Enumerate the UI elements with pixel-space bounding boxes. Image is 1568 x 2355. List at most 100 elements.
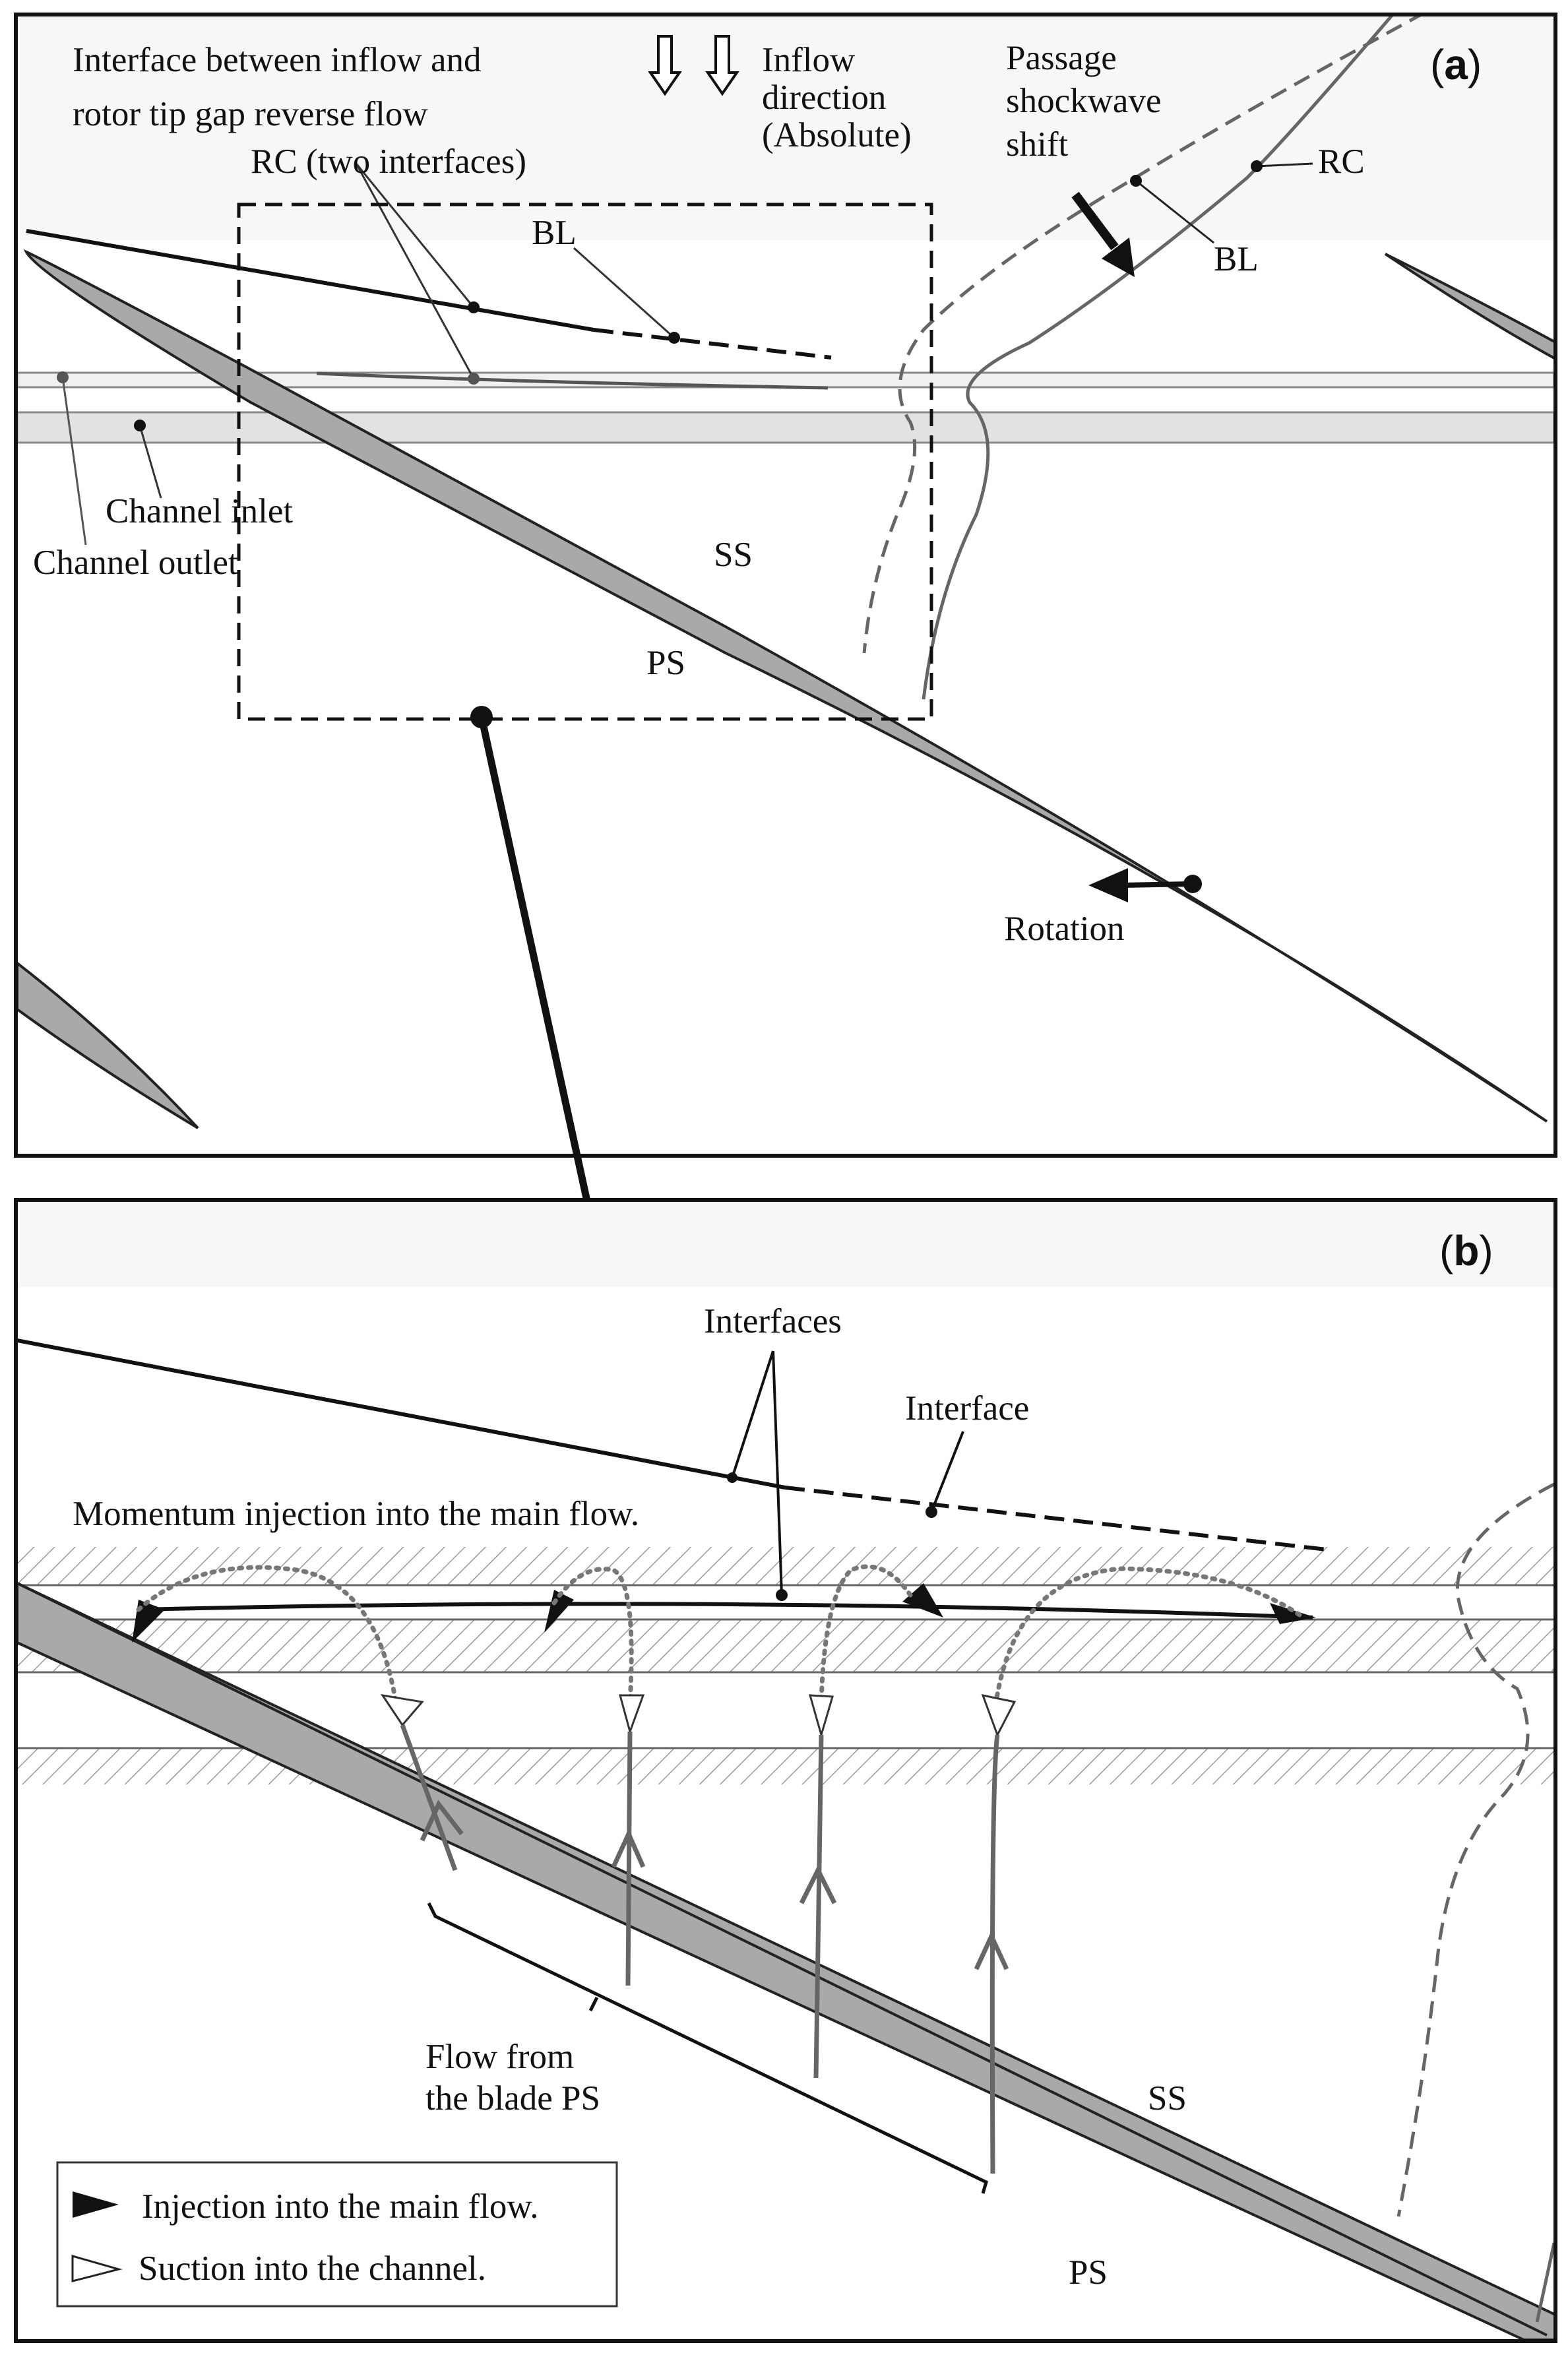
suction-arrowhead-4 bbox=[981, 1693, 1017, 1738]
flow-chevron-2 bbox=[611, 1828, 646, 1868]
shock-bl-leader bbox=[1135, 179, 1214, 244]
blade-b-edge bbox=[17, 1582, 1548, 2337]
legend-filled-arrow-icon bbox=[73, 2191, 119, 2218]
shock-line3: shift bbox=[1006, 125, 1069, 164]
inflow-arrow-2-icon bbox=[705, 35, 739, 96]
shockwave-b-solid-edge bbox=[1535, 2242, 1554, 2323]
interfaces-dot-1 bbox=[727, 1472, 737, 1483]
shock-line1: Passage bbox=[1006, 39, 1117, 77]
interfaces-leader-1 bbox=[731, 1350, 774, 1478]
interface-dashed-top bbox=[784, 1486, 1333, 1552]
dotted-loop-4 bbox=[993, 1566, 1302, 1705]
channel-inlet-leader bbox=[139, 425, 162, 499]
interface-label: Interface bbox=[905, 1389, 1029, 1428]
shock-rc-dot bbox=[1251, 160, 1263, 172]
panel-a-tag: (a) bbox=[1430, 41, 1482, 88]
flow-chevron-3 bbox=[799, 1865, 837, 1904]
flow-chevron-1 bbox=[420, 1800, 464, 1842]
shockwave-b-dashed bbox=[1396, 1482, 1554, 2217]
suction-arrowhead-1 bbox=[380, 1693, 424, 1727]
rotation-arrow-shaft bbox=[1121, 881, 1193, 888]
flow-chevron-4 bbox=[974, 1930, 1009, 1970]
bl-interface-dashed bbox=[593, 328, 832, 360]
interfaces-label: Interfaces bbox=[704, 1302, 842, 1340]
neighbor-blade-upper-right bbox=[1384, 253, 1554, 360]
rc-leader-2 bbox=[355, 163, 475, 379]
zoom-region bbox=[237, 203, 933, 721]
rc-dot-1 bbox=[468, 301, 480, 313]
interfaces-dot-2 bbox=[776, 1589, 788, 1601]
flow-line-4 bbox=[989, 1734, 1000, 2174]
ss-label-a: SS bbox=[714, 536, 753, 574]
flow-line-2 bbox=[625, 1731, 633, 1986]
injection-arrowhead-4 bbox=[1270, 1603, 1316, 1624]
flow-label-line2: the blade PS bbox=[425, 2079, 600, 2118]
ps-label-b: PS bbox=[1069, 2253, 1108, 2292]
inflow-line3: (Absolute) bbox=[762, 116, 912, 154]
hatched-band-top bbox=[17, 1547, 1554, 1585]
shock-bl-label: BL bbox=[1214, 240, 1259, 278]
shock-rc-leader bbox=[1256, 162, 1313, 168]
rc-label: RC (two interfaces) bbox=[251, 142, 526, 181]
rc-interface-lower bbox=[316, 371, 829, 390]
shock-shift-arrow-shaft bbox=[1071, 191, 1119, 251]
shockwave-bl-dashed bbox=[862, 16, 1423, 654]
inflow-line2: direction bbox=[762, 78, 886, 117]
panel-b bbox=[17, 1201, 1554, 2340]
channel-outlet-dot bbox=[57, 371, 69, 383]
suction-arrowhead-2 bbox=[619, 1694, 645, 1735]
flow-line-3 bbox=[813, 1734, 824, 2079]
inflow-arrow-1-icon bbox=[648, 35, 682, 96]
zoom-connector-line bbox=[478, 716, 591, 1203]
legend-box bbox=[56, 2161, 618, 2308]
interface-title-line2: rotor tip gap reverse flow bbox=[73, 95, 428, 133]
hatched-band-middle bbox=[17, 1619, 1554, 1672]
interface-dot bbox=[925, 1506, 937, 1518]
injection-arrowhead-3 bbox=[902, 1583, 943, 1617]
shock-line2: shockwave bbox=[1006, 82, 1161, 120]
ps-bracket-tick bbox=[588, 1996, 599, 2012]
rc-leader-1 bbox=[355, 163, 475, 308]
interface-title-line1: Interface between inflow and bbox=[73, 41, 482, 79]
panel-a bbox=[17, 16, 1554, 1129]
interfaces-leader-2 bbox=[772, 1350, 783, 1596]
injection-arrowhead-2 bbox=[544, 1590, 574, 1633]
panel-b-tag: (b) bbox=[1439, 1227, 1493, 1274]
panel-a-frame bbox=[14, 13, 1557, 1158]
panel-b-header-band bbox=[17, 1201, 1554, 1287]
flow-line-1 bbox=[400, 1724, 458, 1871]
inflow-line1: Inflow bbox=[762, 41, 856, 79]
interface-solid-top bbox=[17, 1338, 786, 1490]
legend-injection-label: Injection into the main flow. bbox=[142, 2187, 539, 2226]
flow-label-line1: Flow from bbox=[425, 2038, 574, 2076]
shock-bl-dot bbox=[1130, 175, 1142, 187]
neighbor-blade-lower-left bbox=[17, 961, 199, 1129]
bl-leader bbox=[573, 247, 675, 339]
channel-inlet-label: Channel inlet bbox=[106, 492, 293, 530]
dotted-loop-2 bbox=[551, 1567, 634, 1705]
legend-open-arrow-icon bbox=[71, 2255, 123, 2282]
dotted-loop-1 bbox=[136, 1565, 398, 1705]
rc-dot-2 bbox=[468, 373, 480, 385]
hatched-band-bottom bbox=[17, 1748, 1554, 1784]
interface-leader bbox=[930, 1431, 964, 1513]
channel-outlet-leader bbox=[61, 377, 87, 546]
ps-bracket bbox=[427, 1902, 988, 2194]
panel-a-header-band bbox=[17, 16, 1554, 240]
channel-interface-line bbox=[141, 1602, 1313, 1619]
ss-label-b: SS bbox=[1148, 2079, 1187, 2118]
legend-suction-label: Suction into the channel. bbox=[139, 2249, 486, 2288]
shockwave-rc-solid bbox=[922, 16, 1394, 700]
momentum-label: Momentum injection into the main flow. bbox=[73, 1495, 639, 1533]
channel-outlet-label: Channel outlet bbox=[33, 544, 238, 582]
rotation-label: Rotation bbox=[1004, 910, 1125, 948]
channel-inlet-dot bbox=[134, 420, 146, 431]
dotted-loop-3 bbox=[819, 1564, 913, 1705]
panel-b-frame bbox=[14, 1198, 1557, 2343]
rotation-dot bbox=[1183, 875, 1202, 893]
shock-shift-arrow-head bbox=[1102, 237, 1135, 277]
suction-arrowhead-3 bbox=[808, 1694, 834, 1739]
bl-dot bbox=[668, 332, 680, 344]
ps-label-a: PS bbox=[646, 644, 685, 682]
bl-label: BL bbox=[532, 214, 577, 252]
